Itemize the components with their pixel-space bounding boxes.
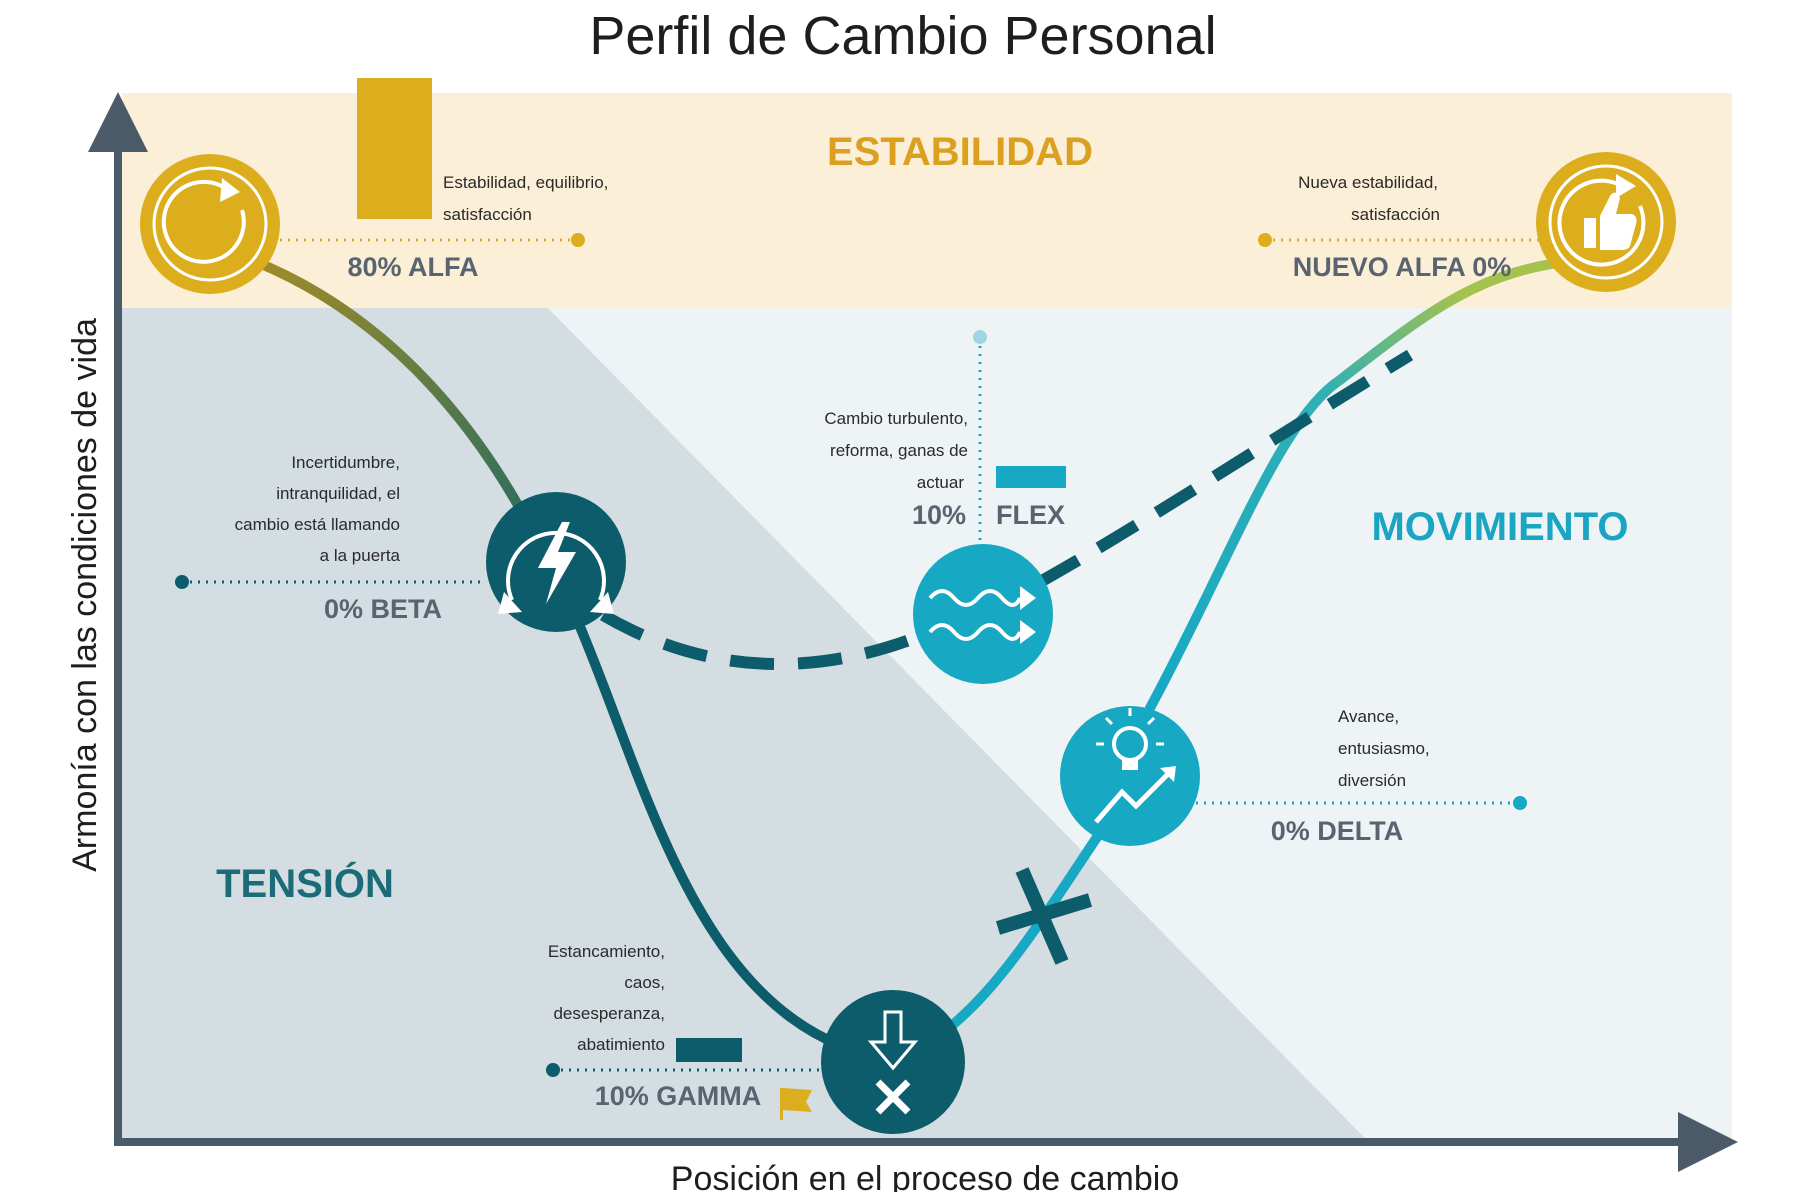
phase-nuevo-alfa: Nueva estabilidad, satisfacción NUEVO AL… xyxy=(1258,152,1676,292)
flex-note-line-1: Cambio turbulento, xyxy=(824,409,968,428)
alfa-note-line-1: Estabilidad, equilibrio, xyxy=(443,173,608,192)
flex-name-label: FLEX xyxy=(996,500,1065,530)
beta-note-line-4: a la puerta xyxy=(320,546,401,565)
alfa-note-line-2: satisfacción xyxy=(443,205,532,224)
delta-note-line-1: Avance, xyxy=(1338,707,1399,726)
gamma-bar xyxy=(676,1038,742,1062)
cross-icon xyxy=(995,867,1093,965)
diagram-title: Perfil de Cambio Personal xyxy=(589,6,1216,66)
curve-alfa-to-beta xyxy=(225,247,553,567)
delta-leader-dot xyxy=(1513,796,1527,810)
zone-label-stability: ESTABILIDAD xyxy=(827,130,1093,174)
delta-note-line-2: entusiasmo, xyxy=(1338,739,1430,758)
x-axis-label: Posición en el proceso de cambio xyxy=(671,1160,1179,1192)
zone-label-movement: MOVIMIENTO xyxy=(1371,505,1628,549)
flex-note-line-2: reforma, ganas de xyxy=(830,441,968,460)
phase-alfa: Estabilidad, equilibrio, satisfacción 80… xyxy=(140,78,608,294)
flex-percent-label: 10% xyxy=(912,500,966,530)
gamma-note-line-3: desesperanza, xyxy=(553,1004,665,1023)
delta-percent-label: 0% DELTA xyxy=(1271,816,1404,846)
beta-note-line-1: Incertidumbre, xyxy=(291,453,400,472)
flex-bar xyxy=(996,466,1066,488)
alfa-percent-label: 80% ALFA xyxy=(347,252,478,282)
dashed-curve-flex-to-nuevo-alfa xyxy=(1037,349,1414,588)
y-axis-label: Armonía con las condiciones de vida xyxy=(66,318,104,872)
nuevo-alfa-note-line-2: satisfacción xyxy=(1351,205,1440,224)
lightbulb-growth-icon xyxy=(1060,706,1200,846)
y-axis-arrow-icon xyxy=(88,92,148,152)
gamma-note-line-2: caos, xyxy=(624,973,665,992)
curve-beta-to-gamma xyxy=(573,617,898,1065)
nuevo-alfa-percent-label: NUEVO ALFA 0% xyxy=(1293,252,1512,282)
thumbs-up-icon xyxy=(1536,152,1676,292)
gamma-percent-label: 10% GAMMA xyxy=(595,1081,762,1111)
alfa-bar xyxy=(357,78,432,219)
flex-leader-dot xyxy=(973,330,987,344)
nuevo-alfa-note-line-1: Nueva estabilidad, xyxy=(1298,173,1438,192)
y-axis xyxy=(88,92,148,1142)
phase-flex: Cambio turbulento, reforma, ganas de act… xyxy=(824,330,1066,684)
x-axis xyxy=(114,1112,1738,1172)
phase-gamma: Estancamiento, caos, desesperanza, abati… xyxy=(546,942,965,1134)
beta-leader-dot xyxy=(175,575,189,589)
dashed-curve-beta-to-flex xyxy=(599,609,933,670)
beta-percent-label: 0% BETA xyxy=(324,594,442,624)
flag-icon xyxy=(780,1088,812,1120)
down-arrow-x-icon xyxy=(821,990,965,1134)
x-axis-arrow-icon xyxy=(1678,1112,1738,1172)
lightning-cycle-icon xyxy=(486,492,626,632)
alfa-leader-dot xyxy=(571,233,585,247)
delta-note-line-3: diversión xyxy=(1338,771,1406,790)
curve-delta-to-nuevo-alfa xyxy=(1145,255,1585,713)
waves-arrows-icon xyxy=(913,544,1053,684)
gamma-note-line-4: abatimiento xyxy=(577,1035,665,1054)
gamma-leader-dot xyxy=(546,1063,560,1077)
beta-note-line-3: cambio está llamando xyxy=(235,515,400,534)
phase-beta: Incertidumbre, intranquilidad, el cambio… xyxy=(175,453,626,632)
beta-note-line-2: intranquilidad, el xyxy=(276,484,400,503)
nuevo-alfa-leader-dot xyxy=(1258,233,1272,247)
refresh-icon xyxy=(140,154,280,294)
phase-delta: Avance, entusiasmo, diversión 0% DELTA xyxy=(1060,706,1527,846)
flex-note-line-3: actuar xyxy=(917,473,965,492)
gamma-note-line-1: Estancamiento, xyxy=(548,942,665,961)
zone-label-tension: TENSIÓN xyxy=(216,860,394,906)
